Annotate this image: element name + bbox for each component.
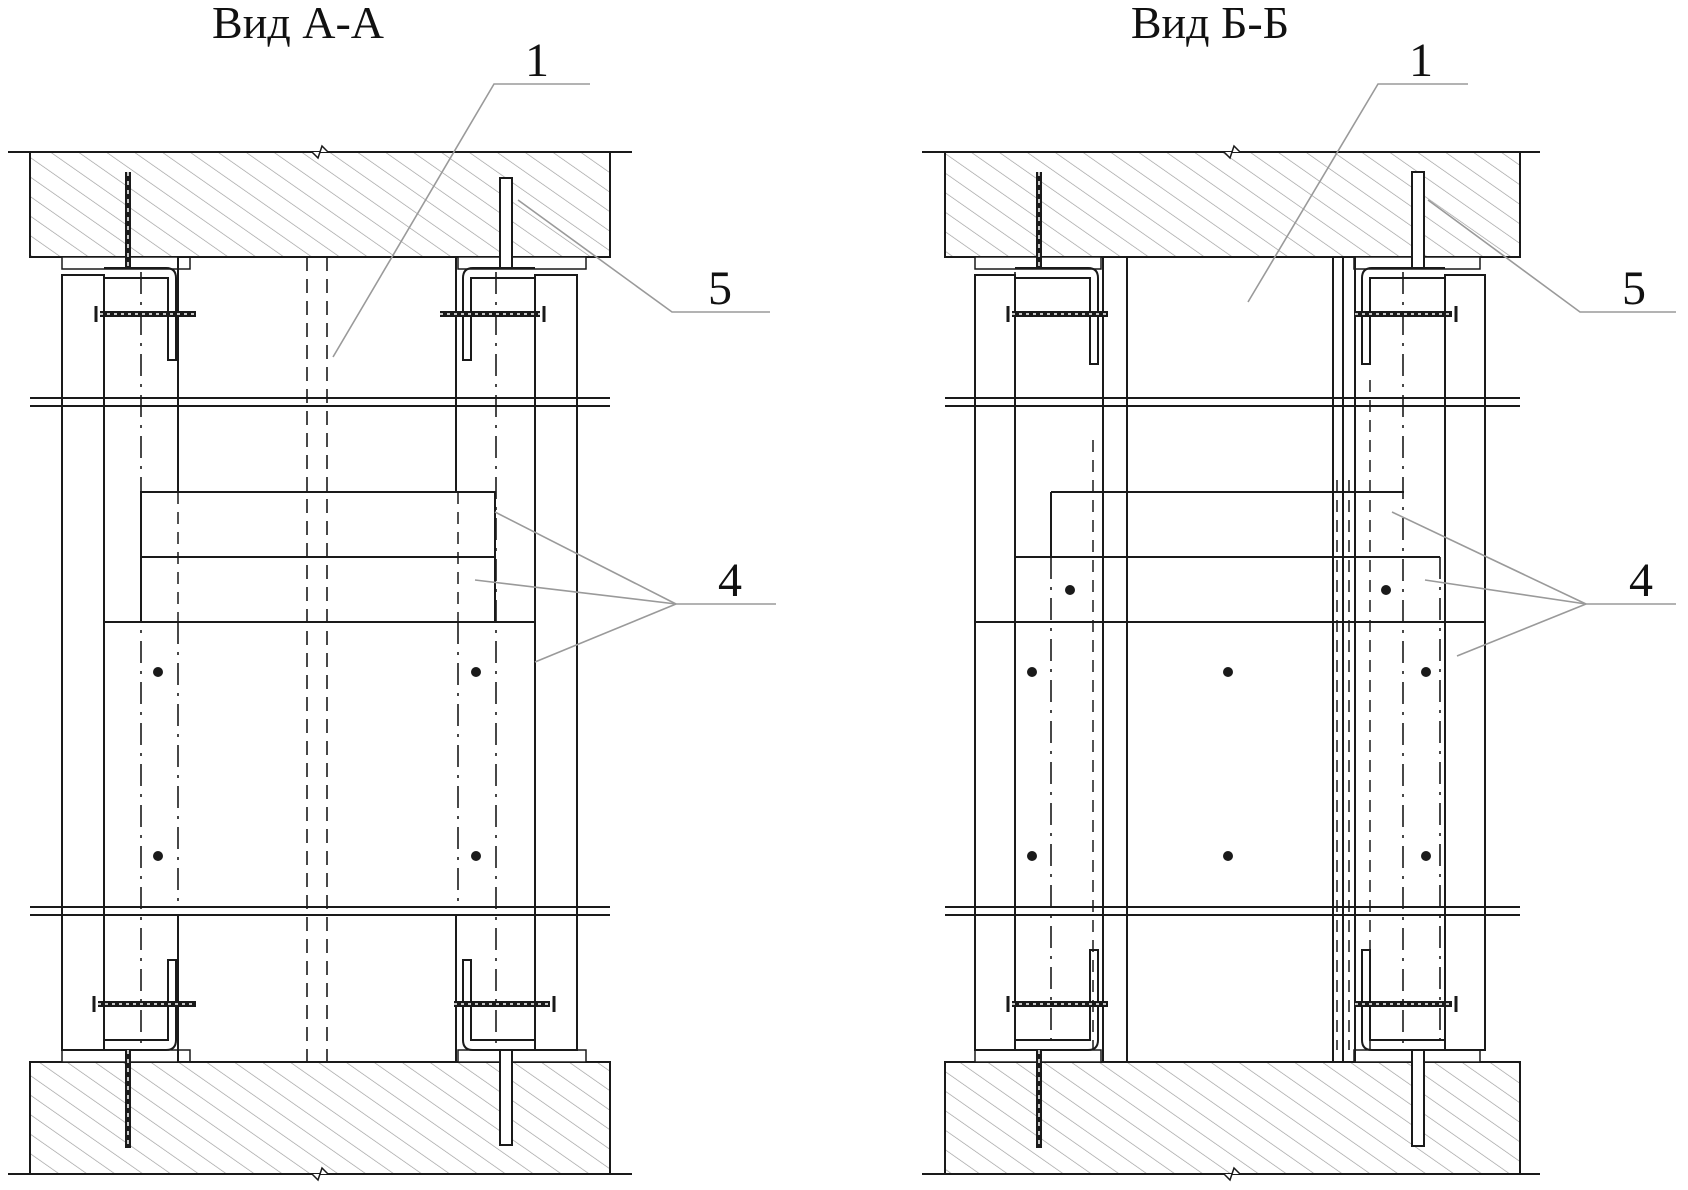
callout-1: 1 [1409, 34, 1433, 87]
horizontal-screws [1006, 306, 1458, 1012]
callout-5: 5 [1622, 262, 1646, 315]
slab-anchors [1036, 171, 1425, 1148]
frame-posts [61, 274, 578, 1051]
cross-rails [945, 397, 1520, 916]
callout-5: 5 [708, 262, 732, 315]
angle-brackets [1015, 267, 1445, 1051]
slab-anchors [125, 172, 513, 1148]
top-slab [922, 144, 1540, 258]
hidden-lines [1092, 380, 1371, 1050]
axis-lines [1014, 272, 1441, 1050]
bottom-right-pad [457, 1049, 587, 1063]
view-b-b: Вид Б-Б [922, 0, 1676, 1182]
element-1-panel [177, 256, 457, 1063]
element-1-panel [1102, 256, 1356, 1063]
axis-lines [140, 272, 497, 1050]
horizontal-screws [92, 306, 556, 1012]
callout-4: 4 [718, 554, 742, 607]
top-slab [8, 144, 632, 258]
bottom-slab [922, 1061, 1540, 1182]
callout-4: 4 [1629, 554, 1653, 607]
leader-lines [1247, 83, 1676, 657]
cross-rails [30, 397, 610, 916]
rivets [153, 667, 481, 861]
view-title: Вид Б-Б [1131, 0, 1289, 48]
callout-1: 1 [525, 34, 549, 87]
element-4-plates [103, 491, 536, 908]
leader-lines [332, 83, 776, 663]
element-4-plates [974, 491, 1486, 908]
angle-brackets [104, 267, 535, 1051]
view-a-a: Вид А-А [8, 0, 776, 1182]
rivets [1027, 585, 1431, 861]
view-title: Вид А-А [212, 0, 384, 48]
bottom-slab [8, 1061, 632, 1182]
